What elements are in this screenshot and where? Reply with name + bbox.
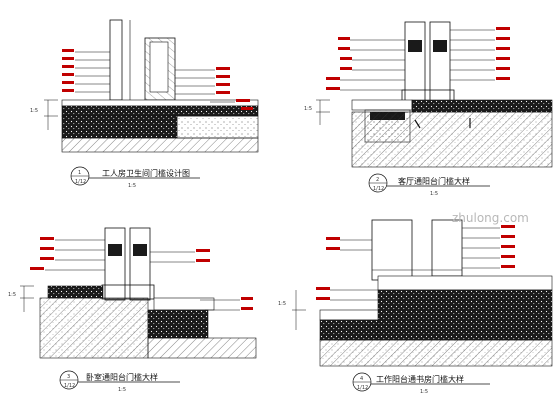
detail-title-3: 卧室通阳台门槛大样: [86, 372, 158, 382]
scale-3: 1:5: [118, 387, 126, 393]
dim-label-1: 1:5: [30, 108, 38, 114]
annotation-marks-right-1: [216, 67, 253, 110]
detail-number-3: 3: [67, 374, 70, 380]
leaders-right-1: [175, 69, 240, 111]
detail-2: 1:5 2 1/12 客厅通阳台门槛大样 1:5: [304, 21, 553, 197]
mortar-layer-2: [411, 99, 553, 113]
annotation-marks-3: [30, 237, 253, 310]
detail-4: 1:5 4 1/12 工作阳台通书房门槛大样 1:5: [278, 219, 553, 395]
mortar-layer: [61, 105, 259, 117]
annotation-marks-4: [316, 225, 515, 300]
leaders-3: [45, 239, 240, 311]
detail-1: 1:5 1 1/12 工人房卫生间门槛设计图 1:5: [30, 19, 259, 189]
detail-number-1: 1: [78, 170, 81, 176]
leaders-2: [340, 29, 495, 91]
annotation-marks-2: [326, 27, 510, 90]
step-fill-3: [147, 309, 209, 339]
scale-2: 1:5: [430, 191, 438, 197]
leaders-left-1: [75, 51, 110, 93]
dim-label-3: 1:5: [8, 292, 16, 298]
sheet-ref-1: 1/12: [75, 179, 86, 185]
dim-label-4: 1:5: [278, 301, 286, 307]
scale-4: 1:5: [420, 389, 428, 395]
sheet-ref-2: 1/12: [373, 186, 384, 192]
detail-title-1: 工人房卫生间门槛设计图: [102, 168, 190, 178]
scale-1: 1:5: [128, 183, 136, 189]
sheet-ref-4: 1/12: [357, 385, 368, 391]
dim-label-2: 1:5: [304, 106, 312, 112]
door-frame-left: [109, 19, 123, 101]
annotation-marks-left-1: [62, 49, 74, 92]
slider-frame-c: [104, 227, 126, 301]
slider-frame-d: [129, 227, 151, 301]
door-frame-4: [371, 219, 413, 281]
detail-3: 1:5 3 1/12 卧室通阳台门槛大样 1:5: [8, 227, 257, 393]
slab: [61, 137, 259, 153]
detail-number-4: 4: [360, 376, 363, 382]
raised-step-4: [377, 289, 553, 341]
detail-title-2: 客厅通阳台门槛大样: [398, 176, 470, 186]
door-panel: [149, 41, 169, 93]
tile-layer: [61, 99, 259, 107]
detail-number-2: 2: [376, 177, 379, 183]
sheet-ref-3: 1/12: [64, 383, 75, 389]
watermark: zhulong.com: [452, 211, 529, 225]
leaders-4: [330, 227, 500, 301]
screed-layer: [176, 115, 259, 139]
detail-title-4: 工作阳台通书房门槛大样: [376, 374, 464, 384]
